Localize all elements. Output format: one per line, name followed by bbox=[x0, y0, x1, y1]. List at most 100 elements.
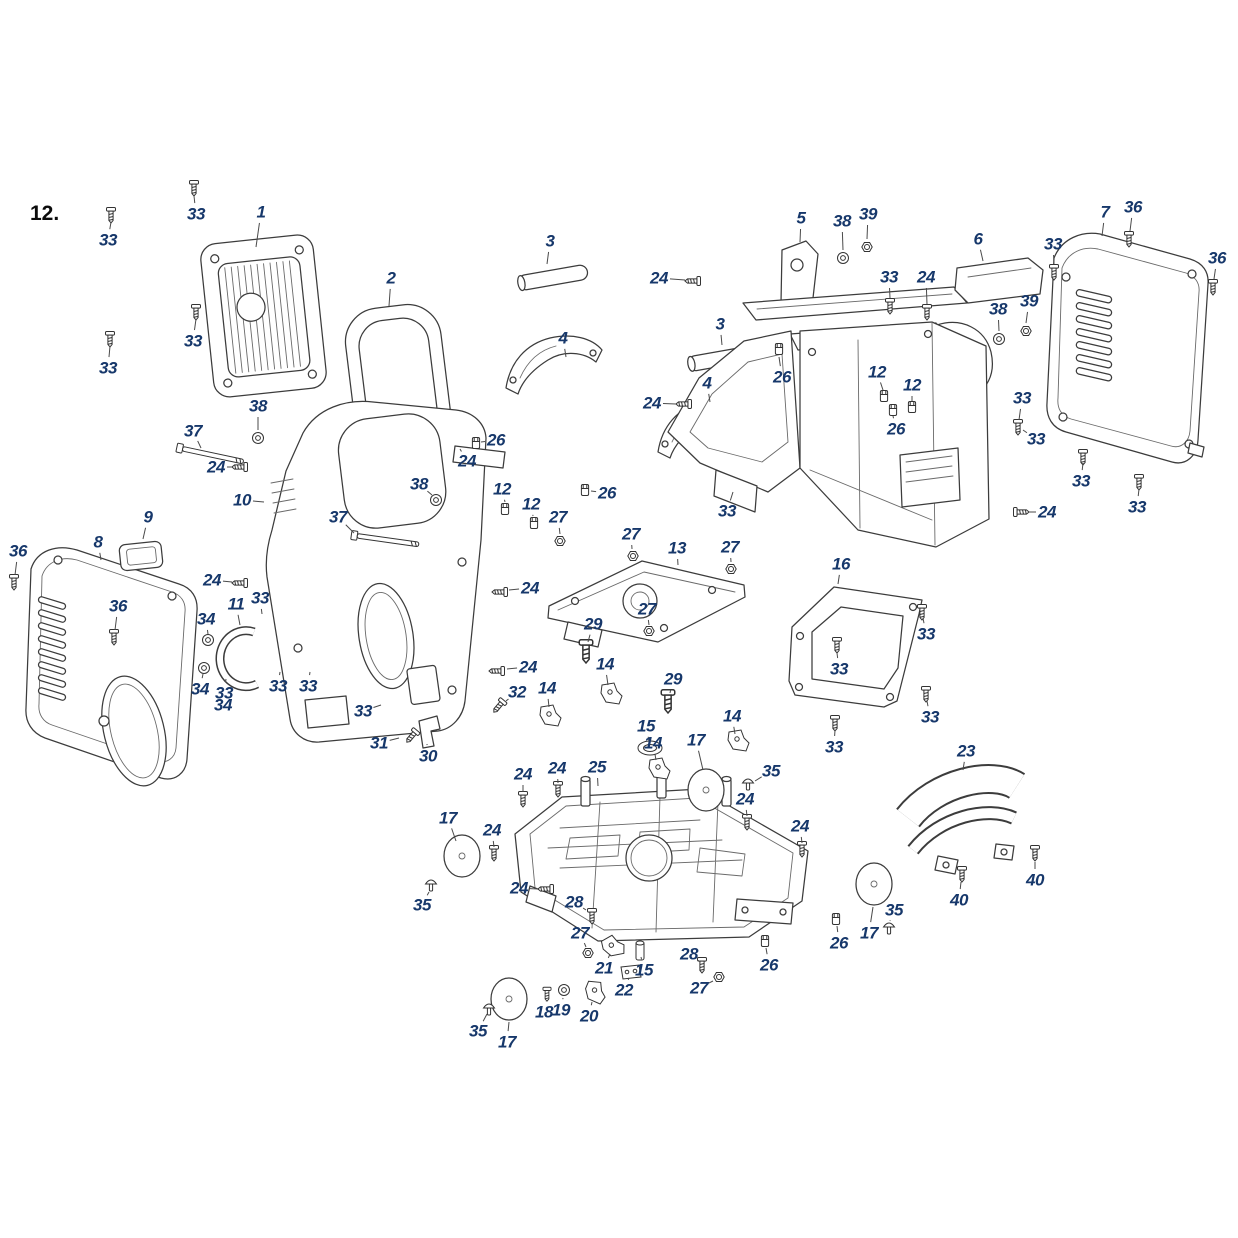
washer-icon bbox=[198, 662, 210, 674]
part-9-rubber-pad bbox=[118, 540, 164, 572]
screw-icon bbox=[830, 715, 840, 732]
clip-icon bbox=[529, 517, 539, 529]
nut-icon bbox=[1020, 326, 1032, 336]
clip-icon bbox=[580, 484, 590, 496]
leader-line bbox=[870, 906, 874, 923]
leader-line bbox=[583, 942, 587, 948]
leader-line bbox=[222, 580, 233, 583]
nut-icon bbox=[582, 948, 594, 958]
screw-icon bbox=[1134, 474, 1144, 491]
leader-line bbox=[837, 574, 840, 585]
clip-icon bbox=[760, 935, 770, 947]
leader-line bbox=[508, 588, 520, 591]
bracket-icon bbox=[600, 682, 623, 705]
leader-line bbox=[260, 608, 263, 615]
leader-line bbox=[647, 736, 650, 742]
leader-line bbox=[662, 402, 677, 405]
leader-line bbox=[754, 776, 762, 782]
leader-line bbox=[480, 440, 486, 443]
leader-line bbox=[426, 891, 430, 896]
screw-icon bbox=[684, 276, 701, 286]
leader-line bbox=[733, 726, 736, 735]
leader-line bbox=[109, 221, 112, 230]
leader-line bbox=[720, 334, 723, 346]
leader-line bbox=[547, 698, 550, 708]
leader-line bbox=[558, 527, 561, 535]
clip-icon bbox=[831, 913, 841, 925]
screw-icon bbox=[697, 957, 707, 974]
part-23-corner-bumper bbox=[896, 764, 1026, 875]
leader-line bbox=[201, 673, 204, 679]
bracket-icon bbox=[582, 978, 609, 1006]
part-17-wheel-cap bbox=[443, 768, 893, 1021]
screw-icon bbox=[957, 866, 967, 883]
washer-icon bbox=[430, 494, 442, 506]
washer-icon bbox=[252, 432, 264, 444]
nut-icon bbox=[627, 551, 639, 561]
leader-line bbox=[590, 490, 597, 493]
leader-line bbox=[765, 947, 768, 955]
leader-line bbox=[962, 761, 965, 771]
leader-line bbox=[503, 499, 506, 503]
part-6-top-cover-plate bbox=[954, 257, 1044, 304]
leader-line bbox=[1213, 268, 1216, 280]
leader-line bbox=[1137, 488, 1140, 497]
leader-line bbox=[1081, 462, 1084, 471]
leader-line bbox=[922, 617, 925, 624]
leader-line bbox=[640, 956, 643, 960]
screw-icon bbox=[1013, 507, 1030, 517]
part-30-latch-bracket bbox=[418, 715, 441, 749]
bracket-icon bbox=[727, 729, 750, 752]
leader-line bbox=[708, 980, 714, 984]
leader-line bbox=[206, 629, 209, 635]
cap-icon bbox=[425, 879, 437, 892]
screw-icon bbox=[1208, 279, 1218, 296]
leader-line bbox=[880, 382, 884, 391]
part-7-right-side-panel bbox=[1046, 232, 1209, 464]
part-16-support-bracket bbox=[788, 586, 923, 708]
leader-line bbox=[836, 652, 839, 659]
leader-line bbox=[836, 925, 839, 933]
leader-line bbox=[587, 634, 591, 643]
leader-line bbox=[427, 490, 433, 496]
nut-icon bbox=[861, 242, 873, 252]
leader-line bbox=[451, 828, 457, 842]
part-13-mounting-plate bbox=[547, 560, 746, 648]
screw-icon bbox=[1078, 449, 1088, 466]
screw-icon bbox=[488, 666, 505, 676]
leader-line bbox=[373, 704, 382, 708]
leader-line bbox=[800, 836, 803, 844]
leader-line bbox=[193, 195, 196, 204]
screw-icon bbox=[921, 686, 931, 703]
leader-line bbox=[492, 840, 495, 848]
leader-line bbox=[1025, 311, 1029, 324]
part-3-handle-tube-upper bbox=[517, 264, 589, 292]
leader-line bbox=[866, 224, 869, 240]
bracket-icon bbox=[648, 757, 671, 780]
leader-line bbox=[892, 415, 895, 419]
screw-icon bbox=[231, 462, 248, 472]
clip-icon bbox=[907, 401, 917, 413]
screw-icon bbox=[491, 587, 508, 597]
screw-icon bbox=[542, 986, 552, 1002]
leader-line bbox=[698, 750, 704, 771]
leader-line bbox=[841, 231, 844, 251]
leader-line bbox=[627, 977, 630, 981]
leader-line bbox=[1129, 217, 1133, 232]
leader-line bbox=[505, 698, 509, 702]
leader-line bbox=[729, 491, 734, 501]
nut-icon bbox=[713, 972, 725, 982]
screw-icon bbox=[191, 304, 201, 321]
screw-icon bbox=[660, 689, 676, 714]
leader-line bbox=[979, 249, 984, 262]
leader-line bbox=[697, 959, 700, 962]
leader-line bbox=[606, 674, 609, 686]
screw-icon bbox=[9, 574, 19, 591]
leader-line bbox=[607, 953, 611, 959]
part-10-main-frame-panel bbox=[265, 400, 506, 743]
leader-line bbox=[745, 809, 748, 817]
leader-line bbox=[108, 345, 111, 358]
screw-icon bbox=[1013, 419, 1023, 436]
nut-icon bbox=[643, 626, 655, 636]
